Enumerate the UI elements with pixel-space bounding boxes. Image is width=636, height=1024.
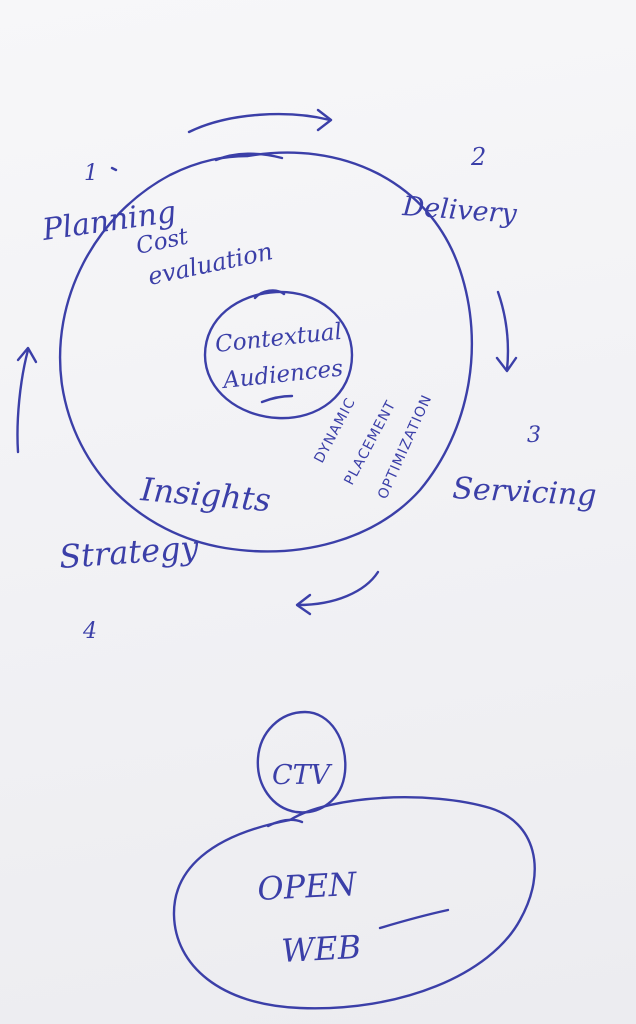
outer-cycle-circle: [58, 151, 474, 553]
inner-circle: [203, 290, 354, 420]
ctv-circle: [256, 710, 347, 814]
open-web-dash: [378, 908, 450, 930]
center-label-line1: Contextual: [214, 319, 343, 358]
step-1-mark: [110, 166, 118, 172]
inner-circle-top-loop: [253, 289, 286, 300]
step-label-delivery: Delivery: [401, 191, 519, 230]
open-web-line2: WEB: [280, 928, 362, 970]
step-number-2: 2: [470, 143, 486, 171]
step-label-servicing: Servicing: [452, 471, 598, 513]
arrow-planning-to-delivery: [187, 112, 332, 134]
open-web-overlap-stroke: [266, 818, 304, 828]
dpo-line1: DYNAMIC: [311, 395, 359, 466]
insights-label: Insights: [138, 470, 272, 519]
arrow-servicing-to-strategy: [296, 570, 380, 607]
arrow-delivery-to-servicing: [496, 290, 510, 372]
step-number-4: 4: [82, 619, 97, 644]
open-web-line1: OPEN: [256, 865, 358, 908]
arrow-strategy-to-planning: [16, 348, 30, 454]
arrow-head-right: [495, 356, 518, 373]
outer-circle-overlap-stroke: [214, 152, 284, 162]
step-label-strategy: Strategy: [58, 528, 201, 576]
center-label-line2: Audiences: [220, 356, 344, 395]
step-number-3: 3: [527, 423, 541, 448]
step-number-1: 1: [84, 161, 98, 186]
arrow-head-bottom: [295, 593, 312, 616]
open-web-ellipse: [172, 796, 536, 1010]
ctv-label: CTV: [272, 760, 333, 791]
arrow-head-left: [16, 346, 38, 364]
center-underline: [260, 394, 294, 404]
arrow-head-top: [316, 108, 333, 132]
